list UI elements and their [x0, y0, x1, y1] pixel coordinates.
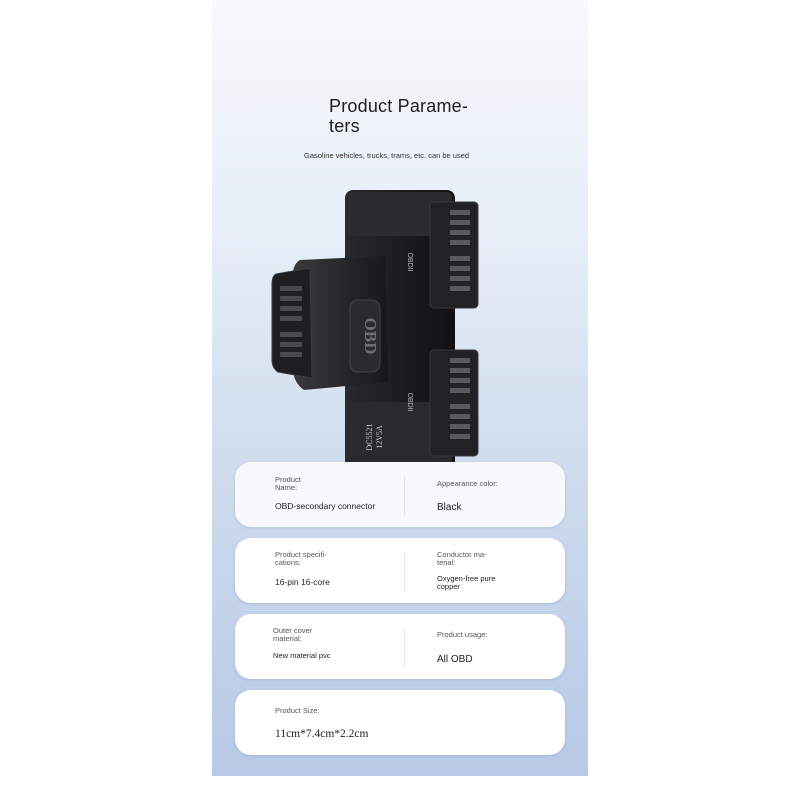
label-product-size: Product Size:: [275, 706, 320, 715]
device-top-face: [348, 192, 452, 236]
label-product-usage: Product usage:: [437, 630, 488, 639]
param-card-name-color: Product Name: OBD-secondary connector Ap…: [235, 462, 565, 527]
female-port-bottom: [429, 349, 479, 457]
card-divider: [404, 552, 405, 592]
page-subtitle: Gasoline vehicles, trucks, trams, etc. c…: [304, 151, 470, 160]
male-plug-pins: [280, 286, 302, 357]
param-card-size: Product Size: 11cm*7.4cm*2.2cm: [235, 690, 565, 755]
label-product-name: Product Name:: [275, 475, 301, 492]
label-product-specifications: Product specifi- cations:: [275, 550, 327, 567]
title-line-2: ters: [329, 116, 360, 136]
card-divider: [404, 628, 405, 668]
param-card-spec-material: Product specifi- cations: 16-pin 16-core…: [235, 538, 565, 603]
port-label-bottom: OBDII: [406, 392, 413, 411]
title-line-1: Product Parame-: [329, 96, 469, 116]
device-bottom-face: [346, 402, 452, 472]
male-plug-face: [271, 267, 313, 379]
female-port-top-pins: [450, 210, 470, 291]
obd-badge-text: OBD: [361, 318, 380, 355]
obd-splitter-image: OBD OBDII OBDII DC5521 12V5A: [271, 190, 479, 476]
label-outer-cover-material: Outer cover material:: [273, 626, 313, 643]
param-card-cover-usage: Outer cover material: New material pvc P…: [235, 614, 565, 679]
card-divider: [404, 476, 405, 516]
value-product-specifications: 16-pin 16-core: [275, 577, 330, 587]
spec-line-2: 12V5A: [375, 425, 384, 449]
value-product-usage: All OBD: [437, 654, 473, 665]
port-label-top: OBDII: [406, 252, 413, 271]
female-port-bottom-pins: [450, 358, 470, 439]
value-appearance-color: Black: [437, 502, 462, 513]
value-outer-cover-material: New material pvc: [273, 651, 331, 660]
female-port-top: [429, 201, 479, 309]
obd-badge: [349, 299, 381, 373]
page-title: Product Parame- ters: [329, 96, 529, 136]
value-product-size: 11cm*7.4cm*2.2cm: [275, 728, 369, 740]
label-conductor-material: Conductor ma- terial:: [437, 550, 487, 567]
value-product-name: OBD-secondary connector: [275, 501, 376, 511]
spec-line-1: DC5521: [365, 423, 374, 450]
value-conductor-material: Oxygen-free pure copper: [437, 574, 496, 591]
label-appearance-color: Appearance color:: [437, 479, 498, 488]
